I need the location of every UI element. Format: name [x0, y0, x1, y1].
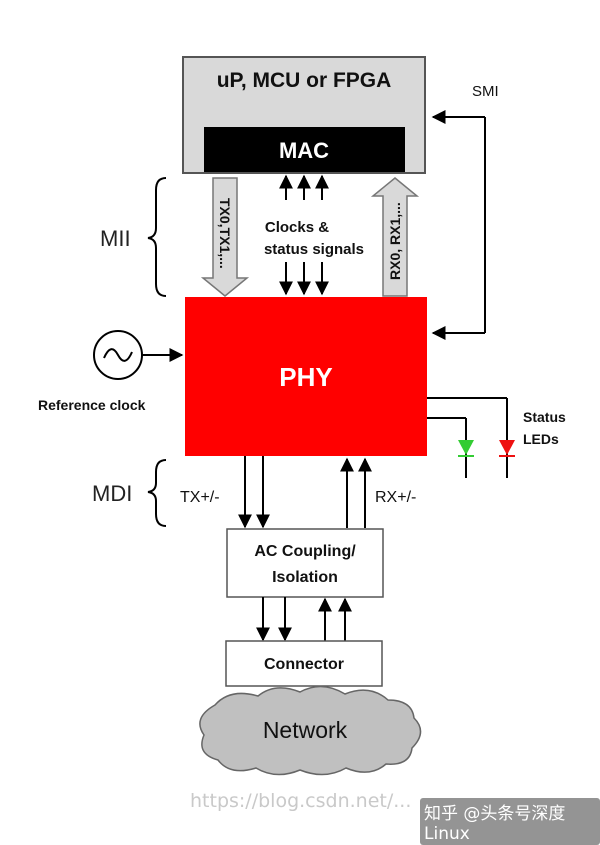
smi-connection: SMI	[431, 83, 499, 340]
phy-block: PHY	[185, 297, 427, 456]
smi-label: SMI	[472, 83, 499, 100]
mii-label: MII	[100, 226, 131, 251]
zhihu-watermark: 知乎 @头条号深度Linux	[420, 798, 600, 845]
status-leds: Status LEDs	[427, 397, 566, 478]
ac-coupling-label-line1: AC Coupling/	[254, 543, 356, 560]
ac-coupling-block: AC Coupling/ Isolation	[226, 528, 384, 598]
mdi-pairs: TX+/- RX+/-	[180, 456, 416, 529]
connector-block: Connector	[225, 640, 383, 687]
rx-bus-label: RX0, RX1,...	[387, 202, 403, 280]
connector-pairs	[256, 597, 352, 642]
tx-pair-label: TX+/-	[180, 489, 220, 506]
led-red-icon	[499, 440, 515, 457]
rx-pair-label: RX+/-	[375, 489, 416, 506]
blog-watermark: https://blog.csdn.net/...	[190, 790, 412, 812]
status-label-line1: Status	[523, 409, 566, 425]
ac-coupling-label-line2: Isolation	[272, 569, 338, 586]
mac-label: MAC	[279, 138, 329, 163]
tx-bus-label: TX0,TX1,...	[217, 198, 233, 269]
clock-status-arrows: Clocks & status signals	[264, 174, 364, 296]
mdi-brace: MDI	[92, 459, 167, 527]
clocks-label-line2: status signals	[264, 241, 364, 258]
network-label: Network	[263, 717, 348, 743]
tx-bus-arrow: TX0,TX1,...	[200, 177, 250, 297]
connector-label: Connector	[264, 656, 344, 673]
mii-brace: MII	[100, 177, 167, 297]
phy-label: PHY	[279, 362, 332, 392]
network-cloud: Network	[199, 685, 422, 776]
mcu-label: uP, MCU or FPGA	[217, 69, 392, 92]
status-label-line2: LEDs	[523, 431, 559, 447]
led-green-icon	[458, 440, 474, 457]
clocks-label-line1: Clocks &	[265, 219, 329, 236]
mdi-label: MDI	[92, 481, 132, 506]
reference-clock-label: Reference clock	[38, 397, 146, 413]
mac-block: MAC	[204, 127, 405, 172]
rx-bus-arrow: RX0, RX1,...	[370, 177, 420, 297]
reference-clock: Reference clock	[38, 330, 184, 413]
